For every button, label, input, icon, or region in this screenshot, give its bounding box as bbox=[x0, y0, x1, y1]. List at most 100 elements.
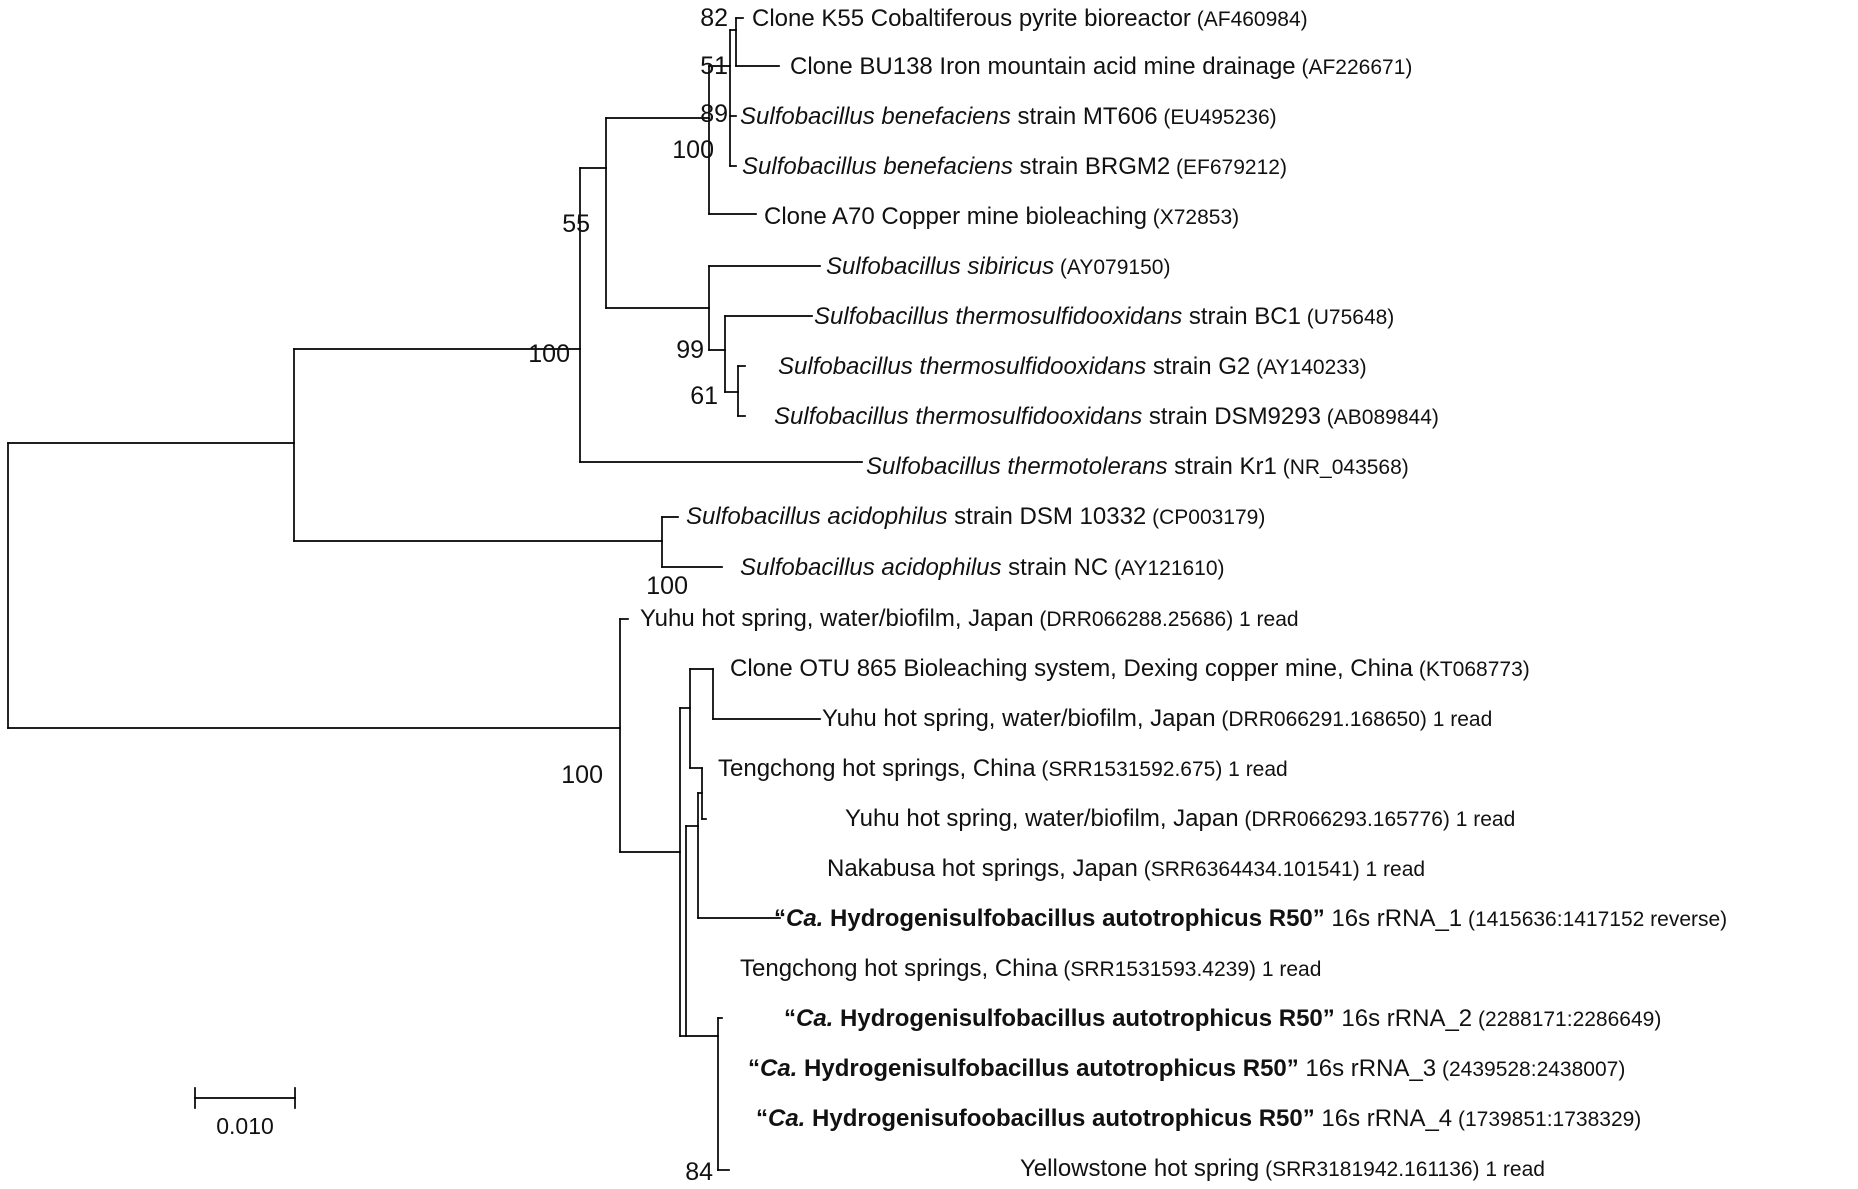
read-count-note: 1 read bbox=[1450, 808, 1515, 831]
accession-number: (AY140233) bbox=[1250, 356, 1366, 379]
taxon-name-part: Sulfobacillus thermosulfidooxidans bbox=[814, 303, 1182, 330]
bootstrap-value: 100 bbox=[672, 136, 714, 164]
taxon-label: Sulfobacillus thermosulfidooxidans strai… bbox=[774, 403, 1439, 430]
taxon-name-part: strain BRGM2 bbox=[1013, 153, 1170, 180]
accession-number: (AY079150) bbox=[1054, 256, 1170, 279]
accession-number: (SRR6364434.101541) bbox=[1138, 858, 1360, 881]
accession-number: (1415636:1417152 reverse) bbox=[1462, 908, 1727, 931]
taxon-name-part: 16s rRNA_1 bbox=[1325, 905, 1462, 932]
taxon-name-part: “ bbox=[756, 1105, 768, 1132]
taxon-label: Sulfobacillus thermosulfidooxidans strai… bbox=[814, 303, 1394, 330]
bootstrap-value: 55 bbox=[562, 210, 590, 238]
taxon-label: Sulfobacillus acidophilus strain DSM 103… bbox=[686, 503, 1265, 530]
accession-number: (AF460984) bbox=[1191, 8, 1308, 31]
taxon-name-part: Sulfobacillus acidophilus bbox=[686, 503, 948, 530]
taxon-label: Sulfobacillus thermosulfidooxidans strai… bbox=[778, 353, 1367, 380]
taxon-label: Clone BU138 Iron mountain acid mine drai… bbox=[790, 53, 1412, 80]
taxon-label: Yuhu hot spring, water/biofilm, Japan (D… bbox=[822, 705, 1492, 732]
tree-branches bbox=[7, 17, 863, 1171]
taxon-name-part: 16s rRNA_2 bbox=[1335, 1005, 1472, 1032]
taxon-label: Yuhu hot spring, water/biofilm, Japan (D… bbox=[845, 805, 1515, 832]
taxon-name-part: Ca. bbox=[786, 905, 823, 932]
taxon-name-part: “ bbox=[784, 1005, 796, 1032]
taxon-name-part: Hydrogenisufoobacillus autotrophicus R50… bbox=[805, 1105, 1314, 1132]
bootstrap-value: 89 bbox=[700, 100, 728, 128]
accession-number: (AF226671) bbox=[1296, 56, 1413, 79]
taxon-name-part: Tengchong hot springs, China bbox=[718, 755, 1036, 782]
accession-number: (KT068773) bbox=[1413, 658, 1530, 681]
taxon-name-part: Yellowstone hot spring bbox=[1020, 1155, 1259, 1182]
taxon-name-part: Ca. bbox=[760, 1055, 797, 1082]
accession-number: (SRR1531593.4239) bbox=[1058, 958, 1256, 981]
accession-number: (DRR066291.168650) bbox=[1216, 708, 1427, 731]
scale-bar-label: 0.010 bbox=[216, 1113, 274, 1139]
accession-number: (EF679212) bbox=[1170, 156, 1287, 179]
read-count-note: 1 read bbox=[1256, 958, 1321, 981]
taxon-name-part: Ca. bbox=[768, 1105, 805, 1132]
taxon-name-part: 16s rRNA_3 bbox=[1299, 1055, 1436, 1082]
taxon-name-part: Sulfobacillus sibiricus bbox=[826, 253, 1054, 280]
read-count-note: 1 read bbox=[1222, 758, 1287, 781]
taxon-name-part: Ca. bbox=[796, 1005, 833, 1032]
taxon-label: Clone OTU 865 Bioleaching system, Dexing… bbox=[730, 655, 1530, 682]
accession-number: (NR_043568) bbox=[1277, 456, 1409, 479]
taxon-label: Sulfobacillus sibiricus (AY079150) bbox=[826, 253, 1170, 280]
read-count-note: 1 read bbox=[1360, 858, 1425, 881]
taxon-name-part: strain Kr1 bbox=[1168, 453, 1277, 480]
taxon-name-part: “ bbox=[774, 905, 786, 932]
bootstrap-value: 100 bbox=[528, 340, 570, 368]
taxon-name-part: Sulfobacillus benefaciens bbox=[742, 153, 1013, 180]
accession-number: (SRR1531592.675) bbox=[1036, 758, 1223, 781]
taxon-name-part: Yuhu hot spring, water/biofilm, Japan bbox=[822, 705, 1216, 732]
accession-number: (2439528:2438007) bbox=[1436, 1058, 1625, 1081]
taxon-label: Clone K55 Cobaltiferous pyrite bioreacto… bbox=[752, 5, 1308, 32]
taxon-name-part: strain MT606 bbox=[1011, 103, 1158, 130]
taxon-name-part: strain NC bbox=[1002, 554, 1109, 581]
scale-bar: 0.010 bbox=[194, 1087, 296, 1139]
taxon-name-part: Sulfobacillus thermosulfidooxidans bbox=[778, 353, 1146, 380]
taxon-label: “Ca. Hydrogenisulfobacillus autotrophicu… bbox=[774, 905, 1727, 932]
taxon-name-part: strain DSM9293 bbox=[1142, 403, 1321, 430]
bootstrap-value: 100 bbox=[561, 761, 603, 789]
taxon-label: Sulfobacillus acidophilus strain NC (AY1… bbox=[740, 554, 1225, 581]
taxon-label: “Ca. Hydrogenisulfobacillus autotrophicu… bbox=[748, 1055, 1625, 1082]
accession-number: (AB089844) bbox=[1321, 406, 1439, 429]
taxon-name-part: strain G2 bbox=[1146, 353, 1250, 380]
taxon-name-part: Tengchong hot springs, China bbox=[740, 955, 1058, 982]
taxon-name-part: Yuhu hot spring, water/biofilm, Japan bbox=[640, 605, 1034, 632]
taxon-label: Sulfobacillus thermotolerans strain Kr1 … bbox=[866, 453, 1409, 480]
bootstrap-value: 100 bbox=[646, 572, 688, 600]
taxon-label: Yellowstone hot spring (SRR3181942.16113… bbox=[1020, 1155, 1545, 1182]
taxon-name-part: Clone OTU 865 Bioleaching system, Dexing… bbox=[730, 655, 1414, 682]
bootstrap-value: 61 bbox=[690, 382, 718, 410]
taxon-label: “Ca. Hydrogenisufoobacillus autotrophicu… bbox=[756, 1105, 1641, 1132]
taxon-name-part: Clone K55 Cobaltiferous pyrite bioreacto… bbox=[752, 5, 1191, 32]
taxon-name-part: Hydrogenisulfobacillus autotrophicus R50… bbox=[823, 905, 1324, 932]
taxon-name-part: strain DSM 10332 bbox=[948, 503, 1147, 530]
taxon-name-part: “ bbox=[748, 1055, 760, 1082]
taxon-label: Nakabusa hot springs, Japan (SRR6364434.… bbox=[827, 855, 1425, 882]
taxon-name-part: Hydrogenisulfobacillus autotrophicus R50… bbox=[833, 1005, 1334, 1032]
accession-number: (CP003179) bbox=[1146, 506, 1265, 529]
read-count-note: 1 read bbox=[1427, 708, 1492, 731]
read-count-note: 1 read bbox=[1233, 608, 1298, 631]
taxon-labels: Clone K55 Cobaltiferous pyrite bioreacto… bbox=[640, 5, 1727, 1182]
taxon-label: Yuhu hot spring, water/biofilm, Japan (D… bbox=[640, 605, 1299, 632]
taxon-name-part: Sulfobacillus thermotolerans bbox=[866, 453, 1168, 480]
taxon-name-part: Clone BU138 Iron mountain acid mine drai… bbox=[790, 53, 1296, 80]
accession-number: (SRR3181942.161136) bbox=[1259, 1158, 1479, 1181]
taxon-label: Sulfobacillus benefaciens strain BRGM2 (… bbox=[742, 153, 1287, 180]
taxon-name-part: Hydrogenisulfobacillus autotrophicus R50… bbox=[797, 1055, 1298, 1082]
taxon-name-part: 16s rRNA_4 bbox=[1315, 1105, 1452, 1132]
accession-number: (EU495236) bbox=[1158, 106, 1277, 129]
taxon-name-part: Sulfobacillus acidophilus bbox=[740, 554, 1002, 581]
bootstrap-value: 51 bbox=[700, 52, 728, 80]
accession-number: (1739851:1738329) bbox=[1452, 1108, 1641, 1131]
accession-number: (DRR066293.165776) bbox=[1239, 808, 1450, 831]
taxon-label: Sulfobacillus benefaciens strain MT606 (… bbox=[740, 103, 1277, 130]
accession-number: (2288171:2286649) bbox=[1472, 1008, 1661, 1031]
taxon-name-part: Sulfobacillus benefaciens bbox=[740, 103, 1011, 130]
taxon-name-part: Clone A70 Copper mine bioleaching bbox=[764, 203, 1147, 230]
bootstrap-value: 84 bbox=[685, 1158, 713, 1186]
